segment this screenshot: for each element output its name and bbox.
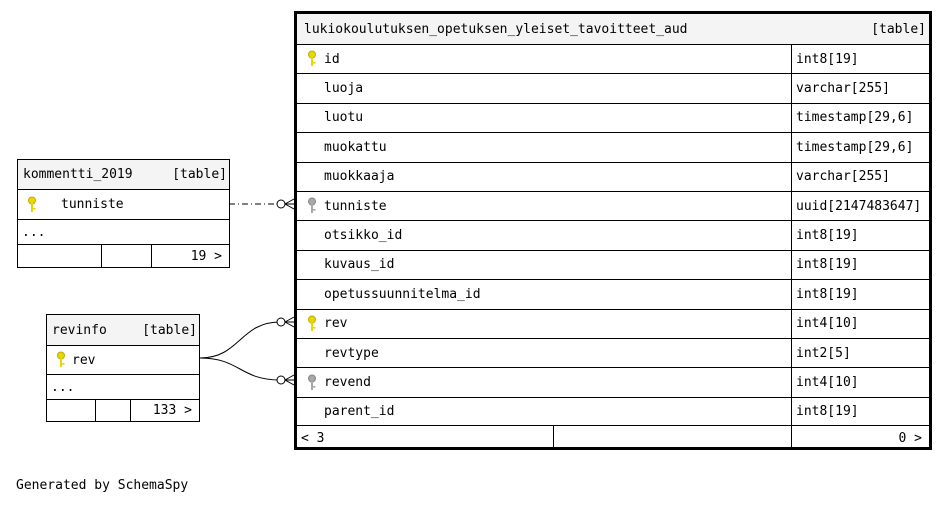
main-table-footer: < 3 0 > (297, 425, 929, 450)
edge-rev-crowfoot (284, 316, 295, 328)
kommentti-ellipsis-row: ... (18, 219, 229, 244)
main-column-row[interactable]: revtype int2[5] (297, 338, 929, 368)
revinfo-ellipsis: ... (51, 379, 75, 395)
kommentti-table-footer: 19 > (18, 244, 229, 267)
main-column-row[interactable]: tunniste uuid[2147483647] (297, 191, 929, 221)
main-column-type: int8[19] (791, 221, 929, 250)
edge-kommentti-optional-marker (276, 199, 286, 209)
main-column-name: luotu (324, 110, 364, 126)
main-column-type: varchar[255] (791, 162, 929, 191)
main-column-row[interactable]: otsikko_id int8[19] (297, 220, 929, 250)
primary-key-icon (308, 50, 316, 67)
main-table-header: lukiokoulutuksen_opetuksen_yleiset_tavoi… (297, 14, 929, 44)
main-table[interactable]: lukiokoulutuksen_opetuksen_yleiset_tavoi… (294, 11, 932, 450)
edge-revinfo-revend (199, 357, 281, 381)
main-table-kind: [table] (871, 21, 926, 37)
edge-rev-optional-marker (276, 317, 286, 327)
kommentti-footer-mid (101, 245, 151, 267)
main-table-parents-count[interactable]: < 3 (301, 430, 325, 446)
main-column-row[interactable]: rev int4[10] (297, 308, 929, 338)
main-table-children-count[interactable]: 0 > (791, 426, 929, 450)
main-column-type: int2[5] (791, 339, 929, 368)
main-column-name: parent_id (324, 404, 395, 420)
main-column-name: opetussuunnitelma_id (324, 286, 481, 302)
primary-key-icon (57, 351, 65, 367)
edge-revend-crowfoot (284, 374, 295, 386)
main-column-row[interactable]: luotu timestamp[29,6] (297, 102, 929, 133)
edge-revinfo-rev (199, 321, 281, 359)
edge-revend-optional-marker (276, 375, 286, 385)
revinfo-table-kind: [table] (142, 322, 197, 338)
main-column-type: int8[19] (791, 45, 929, 74)
kommentti-children-count[interactable]: 19 > (151, 245, 229, 267)
edge-kommentti-crowfoot (284, 198, 295, 210)
main-column-name: otsikko_id (324, 228, 403, 244)
kommentti-table-kind: [table] (172, 167, 227, 182)
revinfo-table-name: revinfo (52, 322, 107, 338)
revinfo-ellipsis-row: ... (47, 374, 199, 399)
revinfo-table-footer: 133 > (47, 399, 199, 421)
primary-key-icon (308, 315, 316, 331)
kommentti-table-header: kommentti_2019 [table] (18, 160, 229, 189)
main-column-type: int8[19] (791, 280, 929, 309)
main-column-name: tunniste (324, 198, 387, 214)
kommentti-ellipsis: ... (22, 224, 46, 240)
kommentti-column-name: tunniste (61, 197, 124, 212)
main-column-type: int4[10] (791, 368, 929, 397)
main-column-row[interactable]: kuvaus_id int8[19] (297, 249, 929, 280)
main-column-row[interactable]: id int8[19] (297, 44, 929, 74)
main-table-footer-mid (553, 426, 791, 450)
revinfo-footer-mid (95, 400, 130, 421)
kommentti-table[interactable]: kommentti_2019 [table] tunniste ... 19 > (17, 159, 230, 268)
kommentti-column-row[interactable]: tunniste (18, 189, 229, 219)
generated-by-footer[interactable]: Generated by SchemaSpy (16, 478, 189, 493)
main-column-name: revend (324, 375, 371, 391)
main-column-type: int8[19] (791, 250, 929, 280)
main-column-name: luoja (324, 81, 364, 97)
revinfo-table[interactable]: revinfo [table] rev ... 133 > (46, 314, 200, 422)
foreign-key-icon (308, 197, 316, 214)
main-column-type: int4[10] (791, 309, 929, 338)
main-column-row[interactable]: muokkaaja varchar[255] (297, 161, 929, 191)
revinfo-column-row[interactable]: rev (47, 345, 199, 374)
main-column-row[interactable]: muokattu timestamp[29,6] (297, 132, 929, 162)
main-column-row[interactable]: opetussuunnitelma_id int8[19] (297, 279, 929, 309)
main-column-type: timestamp[29,6] (791, 103, 929, 133)
main-table-name: lukiokoulutuksen_opetuksen_yleiset_tavoi… (304, 21, 688, 37)
main-column-type: uuid[2147483647] (791, 192, 929, 221)
main-column-row[interactable]: parent_id int8[19] (297, 396, 929, 427)
revinfo-column-name: rev (72, 352, 96, 368)
foreign-key-icon (308, 374, 316, 390)
primary-key-icon (28, 196, 36, 212)
main-column-name: muokkaaja (324, 169, 395, 185)
kommentti-table-name: kommentti_2019 (23, 167, 133, 182)
main-column-row[interactable]: revend int4[10] (297, 367, 929, 397)
main-column-name: revtype (324, 345, 379, 361)
main-column-name: rev (324, 316, 348, 332)
main-column-name: id (324, 51, 340, 67)
main-column-row[interactable]: luoja varchar[255] (297, 73, 929, 103)
main-column-type: varchar[255] (791, 74, 929, 103)
main-column-name: muokattu (324, 139, 387, 155)
main-column-type: timestamp[29,6] (791, 133, 929, 162)
revinfo-children-count[interactable]: 133 > (130, 400, 199, 421)
main-column-type: int8[19] (791, 397, 929, 427)
revinfo-table-header: revinfo [table] (47, 315, 199, 345)
main-column-name: kuvaus_id (324, 257, 395, 273)
